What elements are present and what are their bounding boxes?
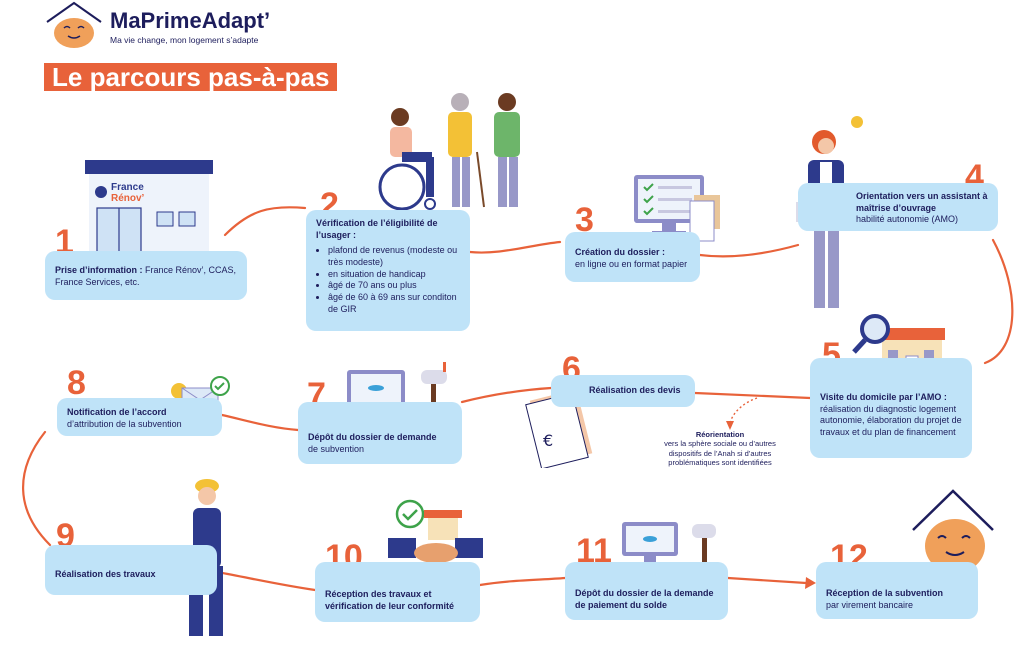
logo-house-face-icon <box>46 1 102 48</box>
reorientation-note: Réorientation vers la sphère sociale ou … <box>650 430 790 468</box>
step-5-title: Visite du domicile par l’AMO : <box>820 392 947 402</box>
connector-11-12 <box>726 576 808 585</box>
step-4-title: Orientation vers un assistant à maîtrise… <box>856 191 988 213</box>
step-number-8: 8 <box>67 364 86 402</box>
brand-tagline: Ma vie change, mon logement s’adapte <box>110 35 259 45</box>
step-2-criteria-list: plafond de revenus (modeste ou très mode… <box>316 245 460 315</box>
arrowhead-12 <box>805 577 816 589</box>
step-card-4: Orientation vers un assistant à maîtrise… <box>798 183 998 231</box>
step-6-title: Réalisation des devis <box>589 385 681 395</box>
connector-7-8 <box>220 413 300 432</box>
reorientation-title: Réorientation <box>695 430 745 439</box>
step-1-title: Prise d’information : <box>55 265 143 275</box>
step-8-title: Notification de l’accord <box>67 407 167 417</box>
connector-2-3 <box>468 240 562 254</box>
connector-4-5 <box>983 238 1014 365</box>
connector-10-11 <box>478 576 567 587</box>
page-title: Le parcours pas-à-pas <box>44 63 338 91</box>
france-renov-sign: France Rénov’ <box>111 182 144 204</box>
brand-logo <box>44 0 104 50</box>
step-number-3: 3 <box>575 201 594 239</box>
step-3-title: Création du dossier : <box>575 247 666 257</box>
connector-8-9 <box>22 430 52 547</box>
step-2-title: Vérification de l’éligibilité de l’usage… <box>316 218 438 240</box>
step-4-text: habilité autonomie (AMO) <box>856 214 959 225</box>
step-number-9: 9 <box>56 517 75 555</box>
connector-5-6 <box>693 391 812 400</box>
step-card-8: Notification de l’accord d’attribution d… <box>57 398 222 436</box>
reorientation-text: vers la sphère sociale ou d’autres dispo… <box>664 439 776 468</box>
step-12-text: par virement bancaire <box>826 599 914 610</box>
computer-mailbox-illustration-11 <box>620 518 730 570</box>
svg-text:€: € <box>543 431 553 450</box>
step-card-5: Visite du domicile par l’AMO : réalisati… <box>810 358 972 458</box>
connector-9-10 <box>215 570 317 592</box>
people-group-illustration <box>372 92 532 217</box>
step-3-text: en ligne ou en format papier <box>575 258 688 269</box>
connector-3-4 <box>698 243 800 258</box>
step-2-criterion: en situation de handicap <box>328 269 460 281</box>
sign-renov: Rénov’ <box>111 193 145 204</box>
sign-france: France <box>111 182 144 193</box>
step-card-1: Prise d’information : France Rénov’, CCA… <box>45 251 247 300</box>
step-7-title: Dépôt du dossier de demande <box>308 432 437 442</box>
handshake-illustration <box>388 498 483 570</box>
step-7-text: de subvention <box>308 443 365 454</box>
brand-name: MaPrimeAdapt’ <box>110 8 271 33</box>
step-9-title: Réalisation des travaux <box>55 569 156 579</box>
step-2-criterion: plafond de revenus (modeste ou très mode… <box>328 245 460 268</box>
step-card-11: Dépôt du dossier de la demande de paieme… <box>565 562 728 620</box>
step-card-3: Création du dossier : en ligne ou en for… <box>565 232 700 282</box>
step-card-12: Réception de la subvention par virement … <box>816 562 978 619</box>
step-number-1: 1 <box>55 223 74 261</box>
step-8-text: d’attribution de la subvention <box>67 418 182 429</box>
step-2-criterion: âgé de 70 ans ou plus <box>328 280 460 292</box>
quote-document-illustration: € <box>525 389 593 470</box>
france-renov-building-illustration: France Rénov’ <box>85 160 215 256</box>
step-card-7: Dépôt du dossier de demande de subventio… <box>298 402 462 464</box>
step-card-9: Réalisation des travaux <box>45 545 217 595</box>
step-1-text: France Rénov’, CCAS, France Services, et… <box>55 265 237 287</box>
step-card-10: Réception des travaux et vérification de… <box>315 562 480 622</box>
computer-checklist-illustration <box>632 173 727 248</box>
step-11-title: Dépôt du dossier de la demande de paieme… <box>575 588 714 610</box>
reorientation-dotted <box>729 397 758 425</box>
step-5-text: réalisation du diagnostic logement auton… <box>820 403 962 438</box>
step-12-title: Réception de la subvention <box>826 588 944 598</box>
step-10-title: Réception des travaux et vérification de… <box>325 589 455 611</box>
connector-1-2 <box>223 206 307 237</box>
smiling-house-illustration <box>910 488 996 574</box>
step-2-criterion: âgé de 60 à 69 ans sur conditon de GIR <box>328 292 460 315</box>
step-card-6: Réalisation des devis <box>551 375 695 407</box>
connector-6-7 <box>460 386 553 404</box>
step-card-2: Vérification de l’éligibilité de l’usage… <box>306 210 470 331</box>
